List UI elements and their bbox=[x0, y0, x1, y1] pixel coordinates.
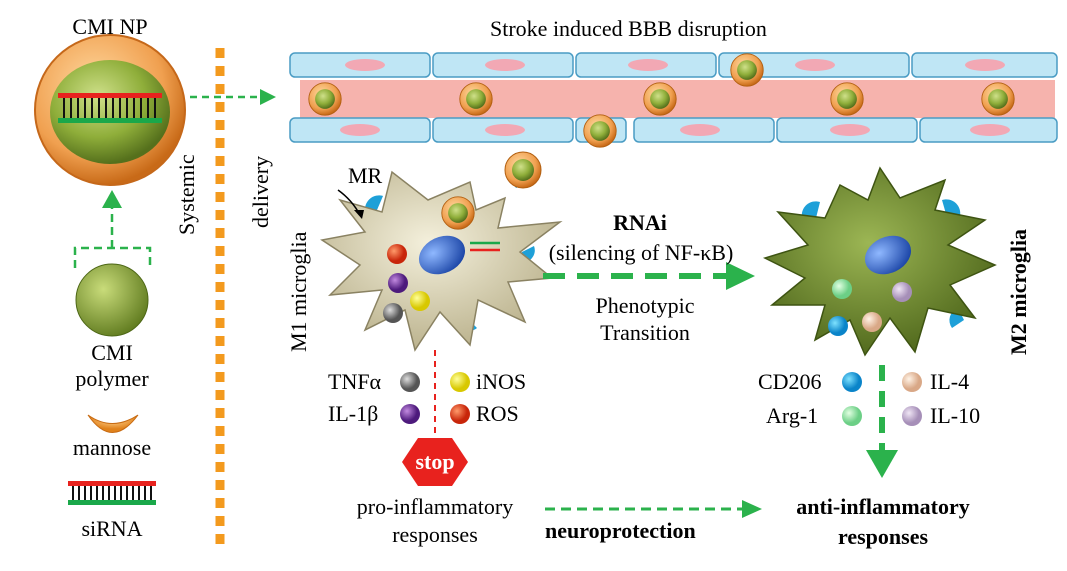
ros-label: ROS bbox=[476, 401, 519, 426]
mr-pointer-head bbox=[354, 210, 364, 219]
blood-vessel bbox=[289, 52, 1058, 143]
mannose-label: mannose bbox=[72, 435, 152, 460]
bbb-title: Stroke induced BBB disruption bbox=[490, 16, 767, 41]
m1-microglia-cell bbox=[320, 170, 563, 352]
anti-inflammatory-line1: anti-inflammatory bbox=[796, 494, 970, 519]
polymer-label-line2: polymer bbox=[75, 366, 149, 391]
m1-internal-nanoparticle bbox=[441, 196, 475, 230]
assembly-arrowhead bbox=[102, 190, 122, 208]
cmi-nanoparticle bbox=[34, 34, 186, 186]
m2-response-arrowhead bbox=[866, 450, 898, 478]
phenotypic-label: Phenotypic bbox=[595, 293, 695, 318]
m1-label: M1 microglia bbox=[286, 231, 311, 352]
nanoparticle-title: CMI NP bbox=[72, 14, 148, 39]
cd206-label: CD206 bbox=[758, 369, 822, 394]
delivery-arrowhead bbox=[260, 89, 276, 105]
mr-label: MR bbox=[348, 163, 383, 188]
tnfa-marker bbox=[400, 372, 420, 392]
il1b-marker bbox=[400, 404, 420, 424]
transition-arrowhead bbox=[726, 262, 755, 290]
tnfa-label: TNFα bbox=[328, 369, 382, 394]
polymer-label-line1: CMI bbox=[91, 340, 133, 365]
rnai-label: RNAi bbox=[613, 210, 667, 235]
il4-label: IL-4 bbox=[930, 369, 970, 394]
il4-marker bbox=[902, 372, 922, 392]
systemic-label: Systemic bbox=[174, 154, 199, 235]
transition-label: Transition bbox=[600, 320, 690, 345]
m1-bound-nanoparticle bbox=[504, 151, 542, 189]
arg1-label: Arg-1 bbox=[766, 403, 819, 428]
il10-marker bbox=[902, 406, 922, 426]
m2-label: M2 microglia bbox=[1006, 228, 1031, 355]
stop-sign bbox=[402, 438, 468, 486]
inos-marker bbox=[450, 372, 470, 392]
anti-inflammatory-line2: responses bbox=[837, 524, 929, 549]
cd206-marker bbox=[842, 372, 862, 392]
stop-label: stop bbox=[415, 449, 455, 474]
assembly-arrow bbox=[73, 205, 152, 268]
neuroprotection-arrowhead bbox=[742, 500, 762, 518]
arg1-marker bbox=[842, 406, 862, 426]
silencing-label: (silencing of NF-κB) bbox=[548, 240, 734, 265]
pro-inflammatory-line2: responses bbox=[392, 522, 478, 547]
neuroprotection-label: neuroprotection bbox=[545, 518, 696, 543]
il1b-label: IL-1β bbox=[328, 401, 379, 426]
m2-microglia-cell bbox=[762, 166, 997, 357]
sirna-label: siRNA bbox=[81, 516, 143, 541]
il10-label: IL-10 bbox=[930, 403, 981, 428]
cmi-polymer-sphere bbox=[75, 263, 149, 337]
ros-marker bbox=[450, 404, 470, 424]
mannose-crescent bbox=[87, 414, 139, 433]
pro-inflammatory-line1: pro-inflammatory bbox=[356, 494, 514, 519]
inos-label: iNOS bbox=[476, 369, 527, 394]
sirna-duplex bbox=[68, 481, 156, 505]
delivery-label: delivery bbox=[248, 155, 273, 228]
